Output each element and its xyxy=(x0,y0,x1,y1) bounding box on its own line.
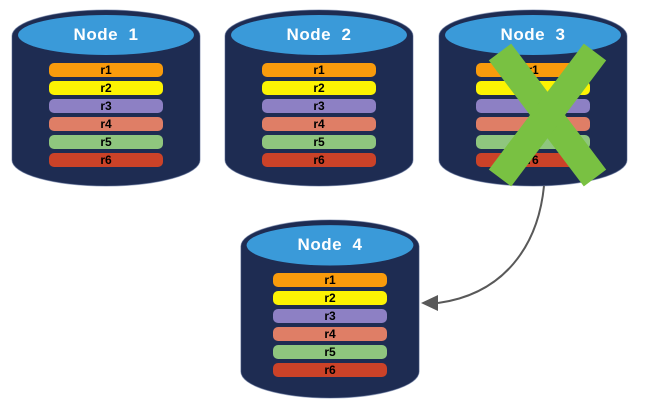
replica-rows: r1 r2 r3 r4 r5 r6 xyxy=(273,273,387,377)
row-label: r3 xyxy=(324,309,336,323)
node-title: Node 2 xyxy=(286,25,352,44)
replica-row: r2 xyxy=(273,291,387,305)
replica-row: r1 xyxy=(49,63,163,77)
replica-row: r6 xyxy=(273,363,387,377)
row-label: r6 xyxy=(313,153,325,167)
failure-cross-icon xyxy=(488,43,607,187)
replica-row: r4 xyxy=(49,117,163,131)
row-label: r6 xyxy=(324,363,336,377)
replica-row: r2 xyxy=(49,81,163,95)
node-4: Node 4 r1 r2 r3 r4 r5 r6 xyxy=(239,218,421,402)
replica-row: r5 xyxy=(262,135,376,149)
replica-rows: r1 r2 r3 r4 r5 r6 xyxy=(49,63,163,167)
node-2: Node 2 r1 r2 r3 r4 r5 r6 xyxy=(223,8,415,190)
row-label: r4 xyxy=(313,117,325,131)
row-label: r1 xyxy=(527,63,539,77)
replica-row: r6 xyxy=(262,153,376,167)
row-label: r4 xyxy=(324,327,336,341)
replica-rows: r1 r2 r3 r4 r5 r6 xyxy=(262,63,376,167)
replica-row: r4 xyxy=(273,327,387,341)
row-label: r6 xyxy=(527,153,539,167)
replica-row: r2 xyxy=(262,81,376,95)
node-title: Node 3 xyxy=(500,25,566,44)
node-3: Node 3 r1 r2 r3 r4 r5 r6 xyxy=(437,8,629,190)
row-label: r4 xyxy=(100,117,112,131)
row-label: r6 xyxy=(100,153,112,167)
node-title: Node 1 xyxy=(73,25,139,44)
row-label: r5 xyxy=(313,135,325,149)
row-label: r2 xyxy=(100,81,112,95)
replica-row: r3 xyxy=(262,99,376,113)
row-label: r1 xyxy=(100,63,112,77)
replica-row: r1 xyxy=(262,63,376,77)
row-label: r5 xyxy=(324,345,336,359)
row-label: r3 xyxy=(313,99,325,113)
replica-row: r3 xyxy=(273,309,387,323)
row-label: r1 xyxy=(324,273,336,287)
row-label: r2 xyxy=(324,291,336,305)
replica-row: r1 xyxy=(273,273,387,287)
replica-row: r5 xyxy=(49,135,163,149)
node-1: Node 1 r1 r2 r3 r4 r5 r6 xyxy=(10,8,202,190)
node-title: Node 4 xyxy=(297,235,363,254)
replica-row: r3 xyxy=(49,99,163,113)
row-label: r3 xyxy=(100,99,112,113)
row-label: r2 xyxy=(313,81,325,95)
replica-row: r4 xyxy=(262,117,376,131)
row-label: r1 xyxy=(313,63,325,77)
row-label: r5 xyxy=(100,135,112,149)
replica-row: r5 xyxy=(273,345,387,359)
replica-row: r6 xyxy=(49,153,163,167)
